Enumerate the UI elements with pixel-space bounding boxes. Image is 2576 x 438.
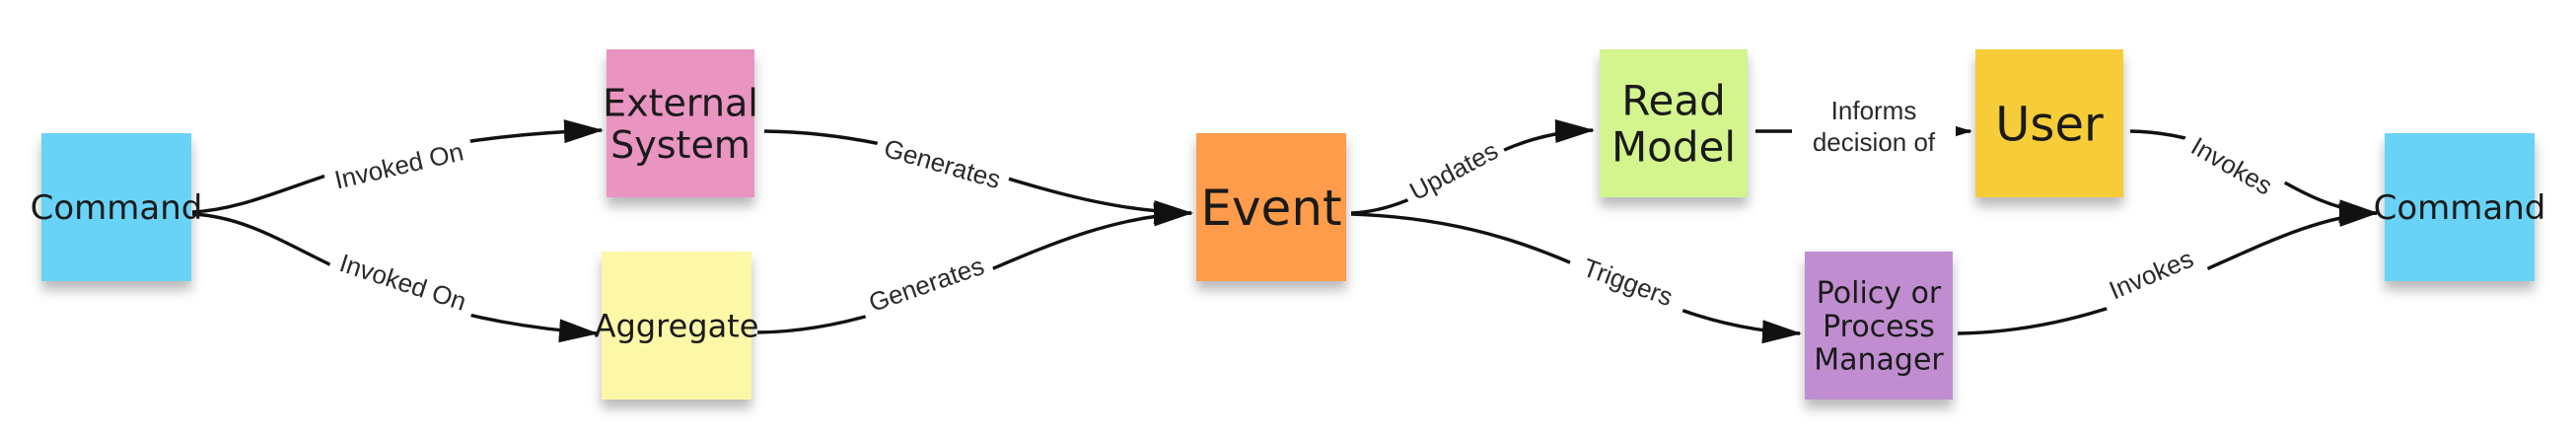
sticky-notes: CommandExternalSystemAggregateEventReadM… <box>31 49 2546 400</box>
sticky-note-background <box>607 49 754 197</box>
edge-label-background <box>325 244 479 325</box>
edge-label-external-to-event: Generates <box>871 129 1013 202</box>
edge-label-text: decision of <box>1813 127 1936 157</box>
edge-label-text: Invokes <box>2105 244 2197 306</box>
sticky-note-label: Event <box>1200 180 1341 237</box>
sticky-note-command-right[interactable]: Command <box>2374 133 2546 281</box>
sticky-note-label: Manager <box>1814 342 1944 377</box>
sticky-note-label: Aggregate <box>595 308 759 345</box>
edge-label-text: Invoked On <box>336 248 470 317</box>
edge-label-event-to-readmodel: Updates <box>1397 131 1512 214</box>
edge-label-background <box>871 129 1013 202</box>
sticky-note-background <box>41 133 191 281</box>
edge-label-text: Generates <box>881 133 1004 194</box>
sticky-note-event[interactable]: Event <box>1196 133 1346 281</box>
edge-label-background <box>2095 238 2209 315</box>
edge-label-cmd-to-external: Invoked On <box>322 133 477 202</box>
edge-label-user-to-command: Invokes <box>2175 124 2287 211</box>
sticky-note-label: External <box>603 81 758 124</box>
sticky-note-background <box>1600 49 1748 197</box>
edge-label-background <box>1792 95 1956 162</box>
edge-label-background <box>2175 124 2287 211</box>
sticky-note-user[interactable]: User <box>1975 49 2123 197</box>
edge-label-cmd-to-aggregate: Invoked On <box>325 244 479 325</box>
sticky-note-label: Read <box>1621 77 1726 125</box>
sticky-note-label: Command <box>2374 188 2546 228</box>
sticky-note-background <box>1975 49 2123 197</box>
edge-label-text: Invoked On <box>331 136 465 194</box>
sticky-note-background <box>1805 252 1953 400</box>
sticky-note-aggregate[interactable]: Aggregate <box>595 252 759 400</box>
sticky-note-background <box>1196 133 1346 281</box>
edge-label-text: Generates <box>865 251 988 318</box>
sticky-note-label: System <box>610 123 751 167</box>
edge-label-background <box>1563 246 1691 323</box>
sticky-note-label: Policy or <box>1817 276 1942 311</box>
edge-label-background <box>856 247 998 326</box>
sticky-note-label: Model <box>1611 123 1736 172</box>
edge-label-background <box>322 133 477 202</box>
edge-label-text: Informs <box>1831 96 1917 125</box>
edge-label-aggregate-to-event: Generates <box>856 247 998 326</box>
sticky-note-background <box>2385 133 2535 281</box>
sticky-note-background <box>602 252 751 400</box>
edge-label-background <box>1397 131 1512 214</box>
sticky-note-label: User <box>1995 97 2104 152</box>
sticky-note-label: Command <box>31 188 203 228</box>
sticky-note-label: Process <box>1823 310 1935 344</box>
edge-label-event-to-policy: Triggers <box>1563 246 1691 323</box>
edge-label-policy-to-command: Invokes <box>2095 238 2209 315</box>
sticky-note-command-left[interactable]: Command <box>31 133 203 281</box>
